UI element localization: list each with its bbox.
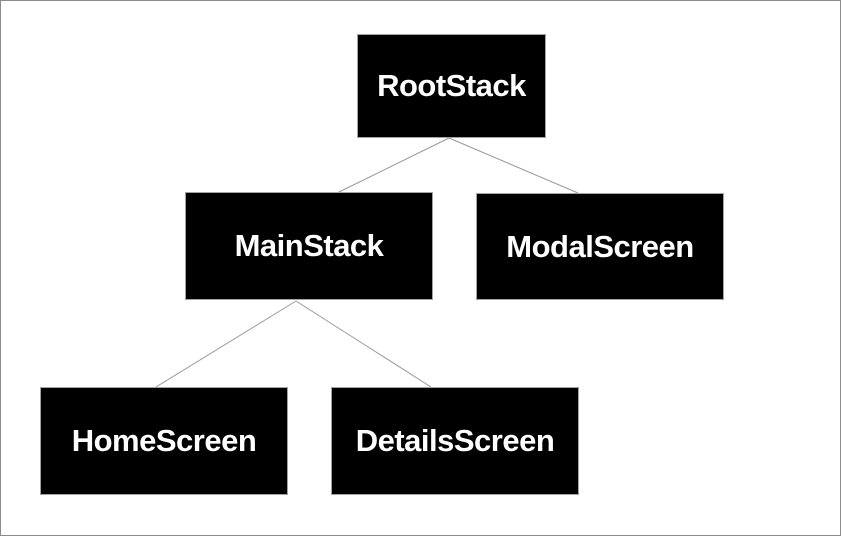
node-mainstack: MainStack (185, 192, 433, 300)
node-modalscreen: ModalScreen (476, 193, 724, 300)
edge-rootstack-mainstack (336, 137, 450, 194)
edge-mainstack-homescreen (155, 300, 297, 388)
node-rootstack: RootStack (357, 34, 546, 138)
node-detailsscreen: DetailsScreen (331, 387, 579, 495)
edge-mainstack-detailsscreen (295, 300, 432, 388)
edge-rootstack-modalscreen (448, 137, 579, 194)
node-homescreen: HomeScreen (40, 387, 288, 495)
